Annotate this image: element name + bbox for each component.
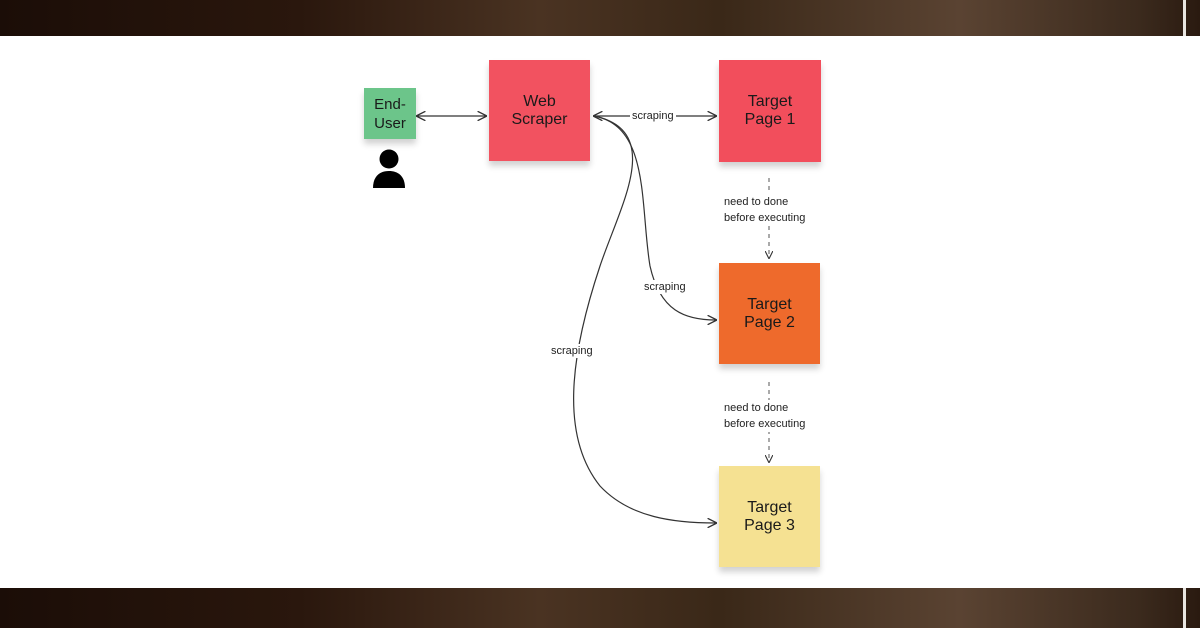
target-page-3-label: Target Page 3 [744, 498, 795, 534]
target-page-1-node[interactable]: Target Page 1 [719, 60, 821, 162]
bottom-decorative-band [0, 588, 1200, 628]
person-icon [372, 149, 406, 189]
edge-label-dependency-2: need to done before executing [724, 400, 806, 432]
top-decorative-band [0, 0, 1200, 36]
web-scraper-node[interactable]: Web Scraper [489, 60, 590, 161]
end-user-node[interactable]: End- User [364, 88, 416, 139]
target-page-2-label: Target Page 2 [744, 295, 795, 331]
end-user-label: End- User [374, 95, 406, 132]
connector-layer [0, 36, 1200, 588]
diagram-canvas: End- User Web Scraper Target Page 1 Targ… [0, 36, 1200, 588]
target-page-1-label: Target Page 1 [744, 93, 796, 128]
bottom-band-edge [1183, 588, 1186, 628]
web-scraper-label: Web Scraper [511, 92, 568, 128]
edge-label-scraping-1: scraping [630, 109, 676, 123]
edge-label-scraping-3: scraping [551, 344, 593, 358]
target-page-2-node[interactable]: Target Page 2 [719, 263, 820, 364]
target-page-3-node[interactable]: Target Page 3 [719, 466, 820, 567]
top-band-edge [1183, 0, 1186, 36]
edge-label-scraping-2: scraping [644, 280, 686, 294]
scraper-target3-connector [573, 115, 716, 523]
scraper-target2-connector [593, 115, 716, 320]
edge-label-dependency-1: need to done before executing [724, 194, 806, 226]
